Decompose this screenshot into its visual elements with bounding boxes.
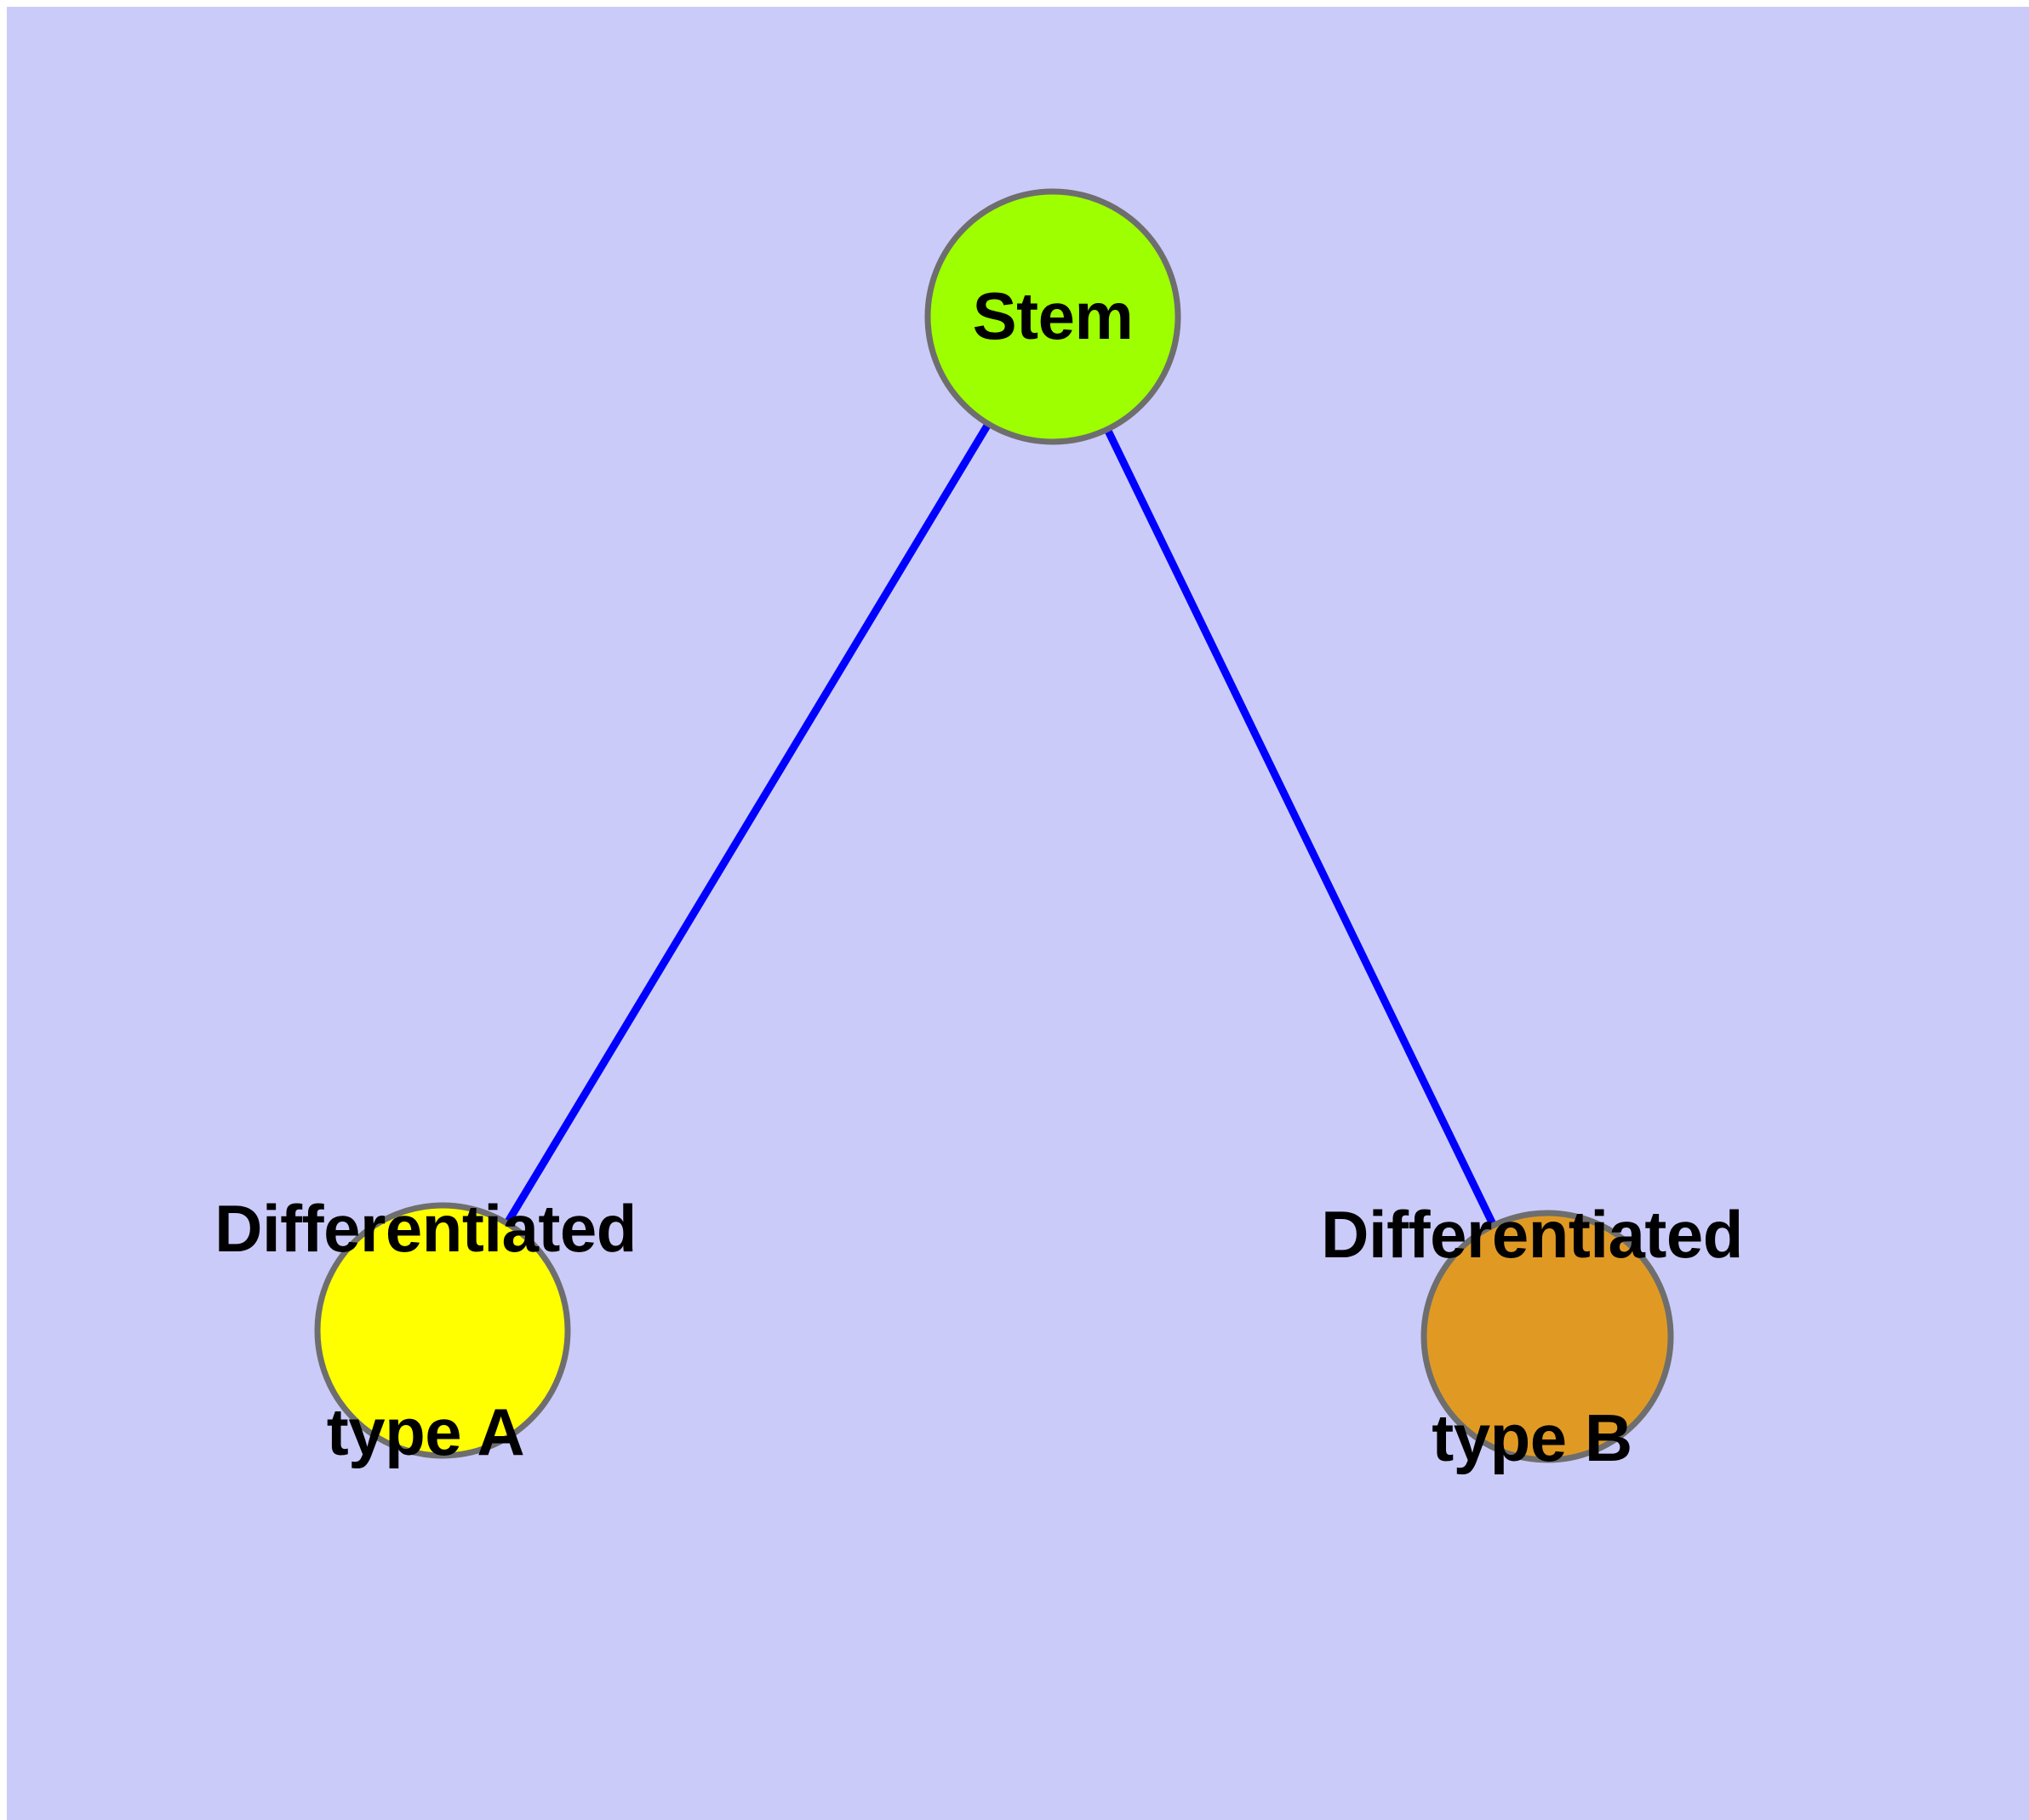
edge-stem-to-differentiated-type-a — [439, 314, 1056, 1333]
edge-stem-to-differentiated-type-b — [1049, 315, 1552, 1338]
edge-layer — [439, 314, 1552, 1338]
node-differentiated-type-b[interactable] — [1420, 1210, 1674, 1463]
node-stem[interactable] — [924, 188, 1181, 445]
node-layer — [314, 188, 1674, 1463]
node-differentiated-type-a[interactable] — [314, 1202, 571, 1459]
